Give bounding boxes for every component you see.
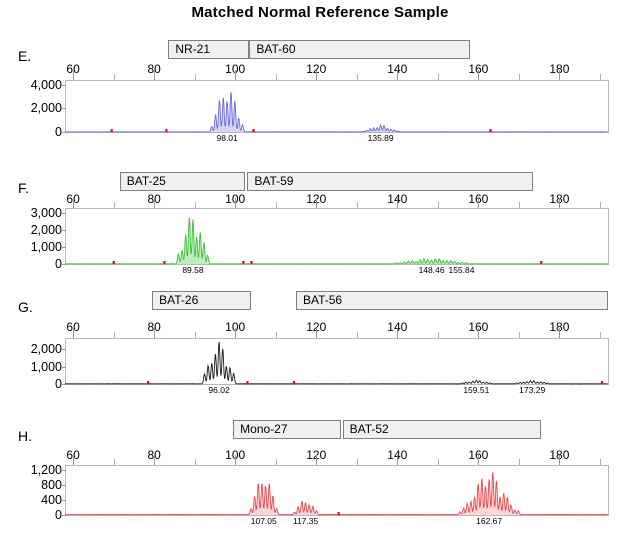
trace-plot <box>61 328 609 385</box>
y-tick-label: 1,200 <box>30 462 62 477</box>
x-tick-label: 120 <box>306 320 327 334</box>
x-tick-label: 100 <box>225 320 246 334</box>
x-tick-label: 160 <box>468 62 489 76</box>
size-standard-mark <box>337 512 340 516</box>
size-standard-mark <box>292 381 296 385</box>
trace-plot <box>61 198 609 265</box>
marker-label-bat-60[interactable]: BAT-60 <box>249 40 471 59</box>
y-tick-label: 800 <box>41 477 62 492</box>
marker-label-bat-56[interactable]: BAT-56 <box>295 291 608 310</box>
trace-plot <box>61 70 609 133</box>
y-tick-label: 2,000 <box>30 223 62 238</box>
marker-label-bat-52[interactable]: BAT-52 <box>342 420 542 439</box>
size-standard-mark <box>242 261 245 265</box>
trace-fill <box>65 472 608 515</box>
size-standard-mark <box>165 129 168 133</box>
x-tick-label: 100 <box>225 62 246 76</box>
x-tick-label: 80 <box>147 320 161 334</box>
peak-size-label: 117.35 <box>292 516 319 526</box>
y-tick-label: 0 <box>55 508 62 522</box>
marker-label-nr-21[interactable]: NR-21 <box>168 40 250 59</box>
x-tick-label: 120 <box>306 62 327 76</box>
y-tick-label: 0 <box>55 257 62 271</box>
panel-letter: H. <box>18 428 32 444</box>
panel-letter: F. <box>18 180 29 196</box>
y-tick-label: 1,000 <box>30 240 62 255</box>
marker-label-bat-25[interactable]: BAT-25 <box>119 172 246 191</box>
x-tick-label: 180 <box>549 62 570 76</box>
peak-size-label: 159.51 <box>463 385 490 395</box>
peak-size-label: 173.29 <box>519 385 546 395</box>
trace-fill <box>65 217 608 264</box>
peak-size-label: 148.46 <box>418 265 445 275</box>
y-axis-labels: 0 1,000 2,000 3,000 <box>0 206 62 271</box>
size-standard-mark <box>246 381 249 385</box>
size-standard-mark <box>112 261 115 265</box>
size-standard-mark <box>600 381 604 385</box>
size-standard-mark <box>540 261 543 265</box>
peak-size-label: 155.84 <box>448 265 475 275</box>
x-tick-label: 80 <box>147 62 161 76</box>
peak-size-label: 98.01 <box>216 133 238 143</box>
x-tick-label: 60 <box>66 320 80 334</box>
x-axis-labels: 60 80 100 120 140 160 180 <box>0 320 640 334</box>
y-tick-label: 0 <box>55 125 62 139</box>
size-standard-mark <box>147 381 150 385</box>
trace-line <box>64 217 608 265</box>
y-tick-label: 2,000 <box>30 342 62 357</box>
trace-line <box>64 341 608 385</box>
marker-label-mono-27[interactable]: Mono-27 <box>233 420 341 439</box>
peak-size-label: 135.89 <box>367 133 394 143</box>
peak-size-label: 96.02 <box>208 385 230 395</box>
peak-size-label: 162.67 <box>476 516 503 526</box>
x-tick-label: 140 <box>387 62 408 76</box>
size-standard-mark <box>163 261 166 265</box>
x-tick-label: 160 <box>468 320 489 334</box>
peak-size-label: 89.58 <box>182 265 204 275</box>
page-title: Matched Normal Reference Sample <box>191 4 449 21</box>
y-tick-label: 3,000 <box>30 206 62 221</box>
y-axis-labels: 0 2,000 4,000 <box>0 77 62 139</box>
panel-letter: G. <box>18 299 33 315</box>
trace-fill <box>65 342 608 384</box>
y-axis-labels: 0 1,000 2,000 <box>0 338 62 391</box>
size-standard-mark <box>252 129 255 133</box>
marker-label-bat-59[interactable]: BAT-59 <box>247 172 534 191</box>
x-axis-labels: 60 80 100 120 140 160 180 <box>0 62 640 76</box>
x-tick-label: 60 <box>66 62 80 76</box>
marker-track: BAT-26 BAT-56 <box>0 291 640 310</box>
size-standard-mark <box>110 129 113 133</box>
size-standard-mark <box>250 261 253 265</box>
trace-line <box>64 92 608 133</box>
y-tick-label: 400 <box>41 492 62 507</box>
y-tick-label: 1,000 <box>30 359 62 374</box>
x-tick-label: 140 <box>387 320 408 334</box>
marker-label-bat-26[interactable]: BAT-26 <box>152 291 252 310</box>
y-tick-label: 0 <box>55 377 62 391</box>
trace-fill <box>65 92 608 132</box>
panel-letter: E. <box>18 48 32 64</box>
y-tick-label: 4,000 <box>30 77 62 92</box>
trace-plot <box>61 455 609 516</box>
trace-line <box>64 472 608 516</box>
x-tick-label: 180 <box>549 320 570 334</box>
size-standard-mark <box>489 129 492 133</box>
y-tick-label: 2,000 <box>30 101 62 116</box>
peak-size-label: 107.05 <box>250 516 277 526</box>
